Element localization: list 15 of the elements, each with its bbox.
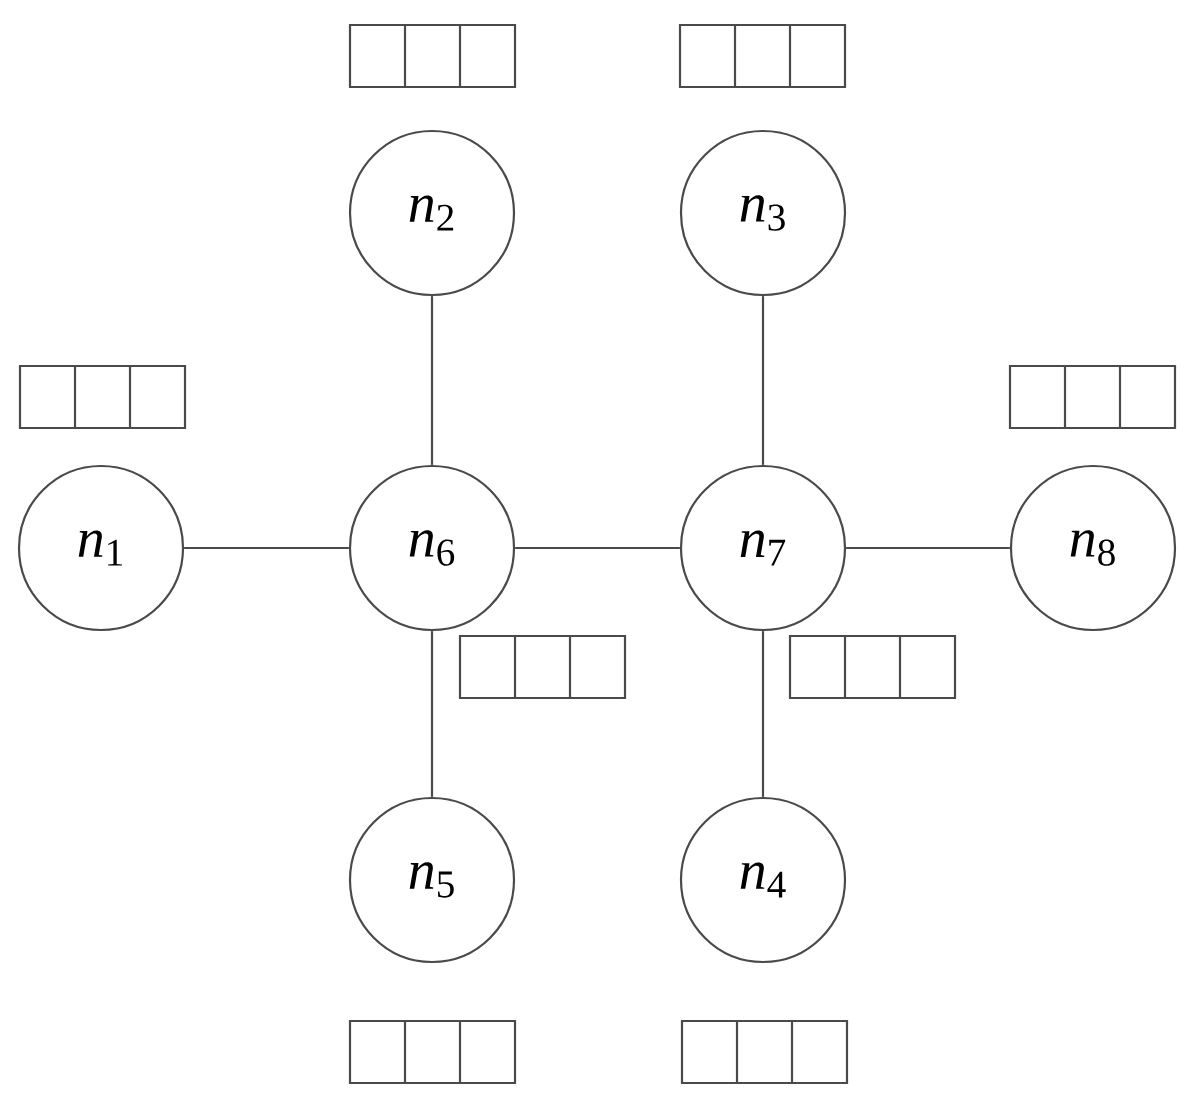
circle-node: n$_{8}$ bbox=[1009, 464, 1177, 632]
circle-node: n$_{1}$ bbox=[17, 464, 185, 632]
circle-node: n$_{7}$ bbox=[679, 464, 847, 632]
circle-node: n$_{6}$ bbox=[348, 464, 516, 632]
connector-line bbox=[515, 546, 680, 550]
connector-line bbox=[430, 296, 434, 465]
connector-line bbox=[846, 546, 1010, 550]
connector-line bbox=[761, 296, 765, 465]
connector-line bbox=[430, 631, 434, 797]
circle-node: n$_{3}$ bbox=[679, 129, 847, 297]
circle-node: n$_{4}$ bbox=[679, 796, 847, 964]
connector-line bbox=[184, 546, 349, 550]
connector-line bbox=[761, 631, 765, 797]
circle-node: n$_{2}$ bbox=[348, 129, 516, 297]
circle-node: n$_{5}$ bbox=[348, 796, 516, 964]
